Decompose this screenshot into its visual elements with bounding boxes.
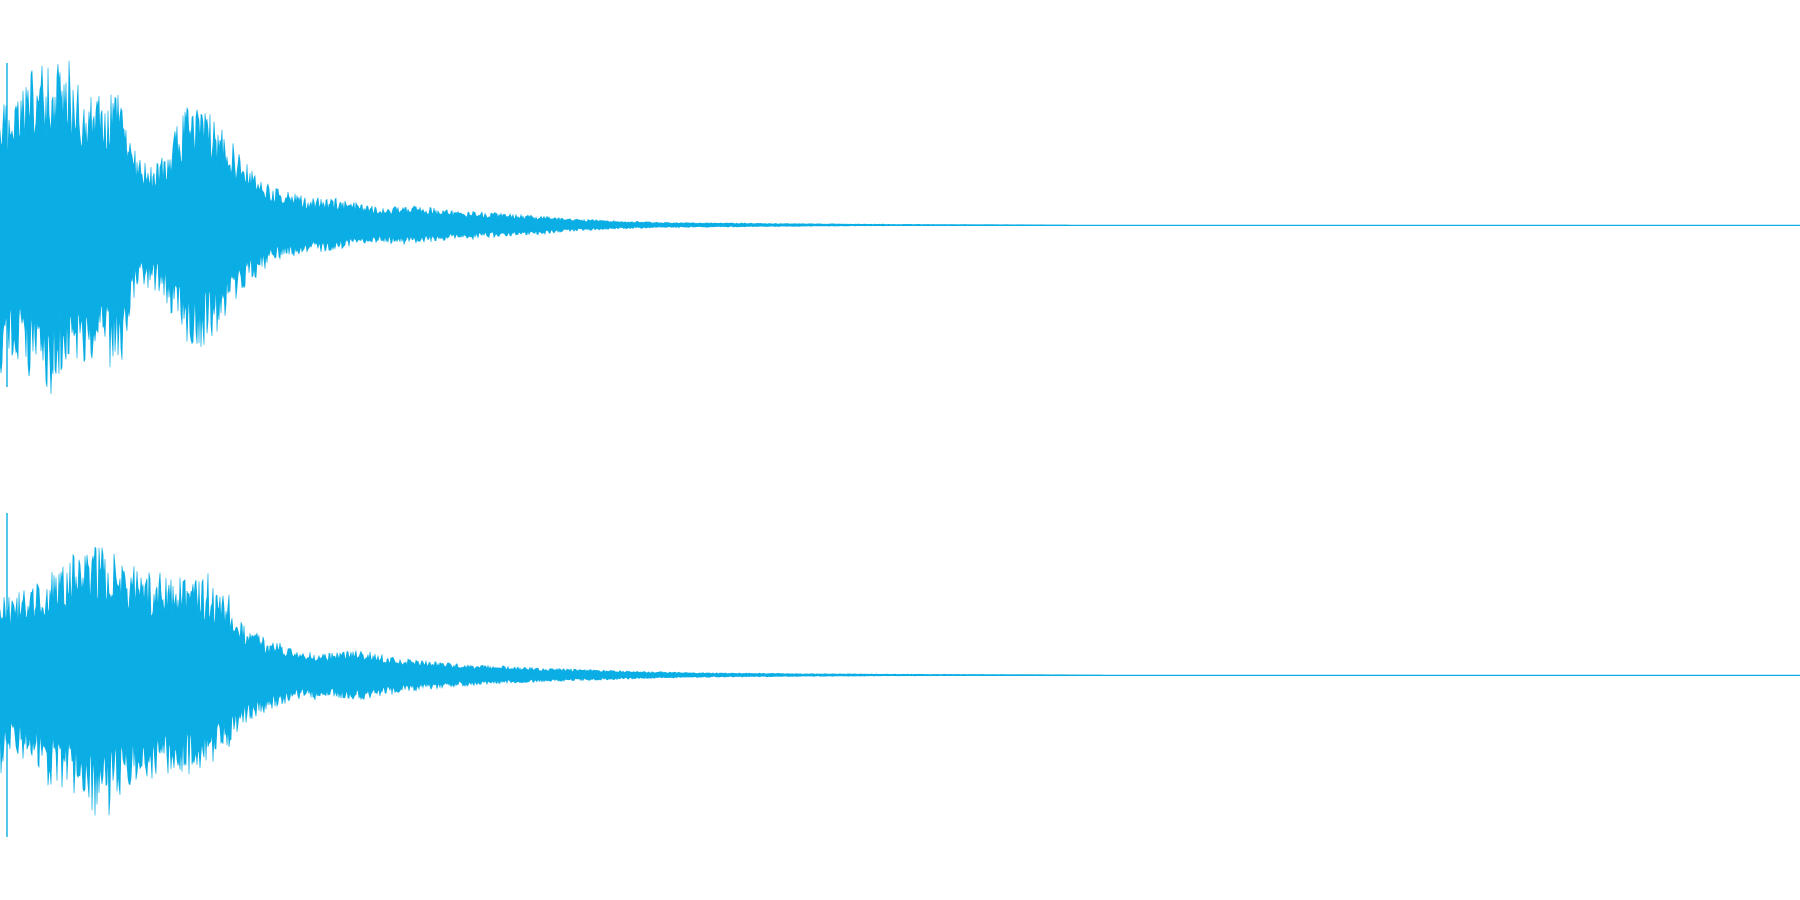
channel-left-waveform [0, 60, 1800, 395]
waveform-body [0, 60, 1800, 395]
waveform-body [0, 546, 1800, 816]
channel-right-waveform [0, 513, 1800, 837]
